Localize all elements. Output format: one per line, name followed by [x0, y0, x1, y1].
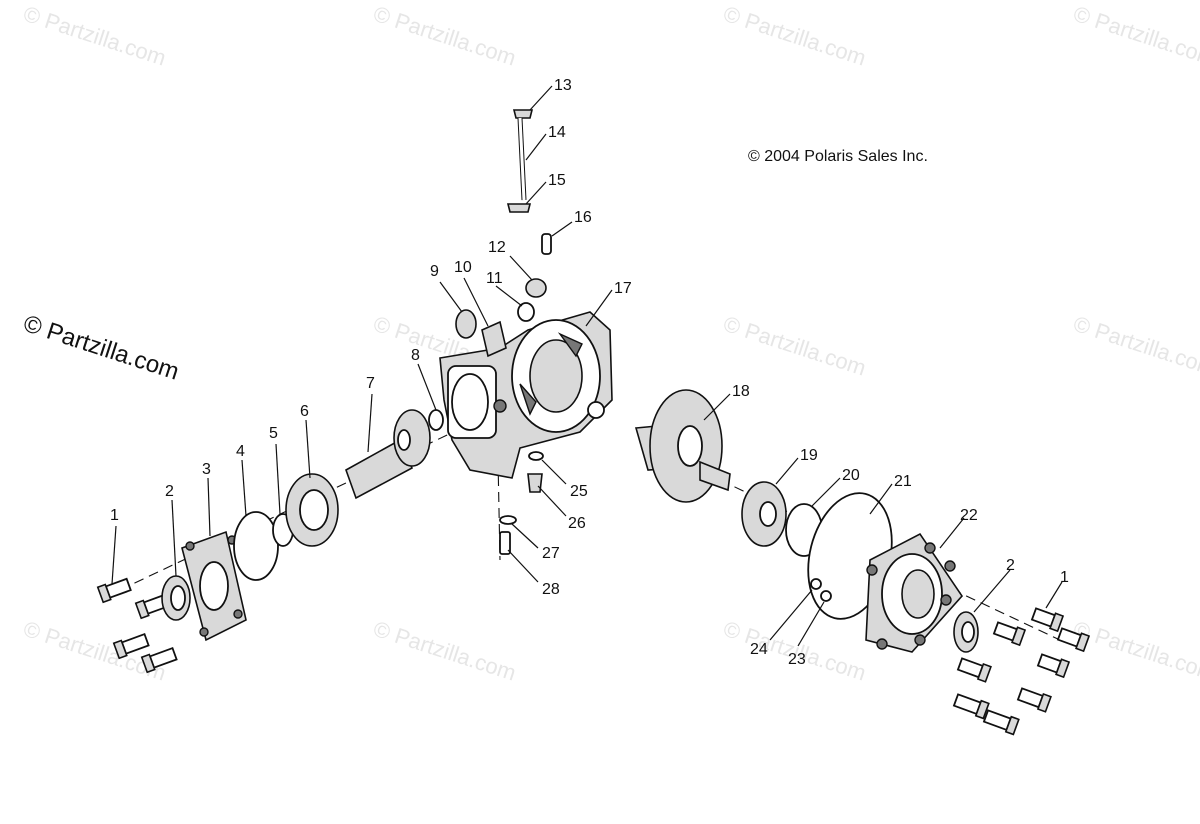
callout-14: 14	[548, 124, 566, 141]
callout-2-left: 2	[165, 483, 174, 500]
callout-25: 25	[570, 483, 588, 500]
o-ring-left	[233, 511, 279, 581]
seal-right	[953, 611, 979, 653]
thrust-washer	[741, 481, 787, 547]
callout-19: 19	[800, 447, 818, 464]
callout-18: 18	[732, 383, 750, 400]
watermark: © Partzilla.com	[720, 311, 869, 381]
callout-5: 5	[269, 425, 278, 442]
gear-case-housing	[439, 311, 613, 479]
seal-left	[161, 575, 191, 621]
callout-20: 20	[842, 467, 860, 484]
spacer	[428, 409, 444, 431]
callout-4: 4	[236, 443, 245, 460]
callout-1-left: 1	[110, 507, 119, 524]
callout-6: 6	[300, 403, 309, 420]
callout-11: 11	[486, 270, 503, 287]
callout-10: 10	[454, 259, 472, 276]
gear-case-cover	[865, 532, 964, 653]
vent-fitting	[541, 233, 552, 255]
bearing	[285, 473, 339, 547]
washer-11	[517, 302, 535, 322]
callout-7: 7	[366, 375, 375, 392]
callout-21: 21	[894, 473, 912, 490]
callout-labels: 1 2 3 4 5 6 7 8 9 10 11 12 13 14 15 16 1…	[110, 77, 1069, 668]
vent-hose-assembly	[506, 109, 534, 213]
callout-9: 9	[430, 263, 439, 280]
callout-22: 22	[960, 507, 978, 524]
callout-12: 12	[488, 239, 506, 256]
watermark: © Partzilla.com	[370, 1, 519, 71]
drain-hardware	[499, 451, 544, 555]
callout-13: 13	[554, 77, 572, 94]
dowel-23	[820, 590, 832, 602]
callout-3: 3	[202, 461, 211, 478]
watermark: © Partzilla.com	[370, 616, 519, 686]
seal-9	[455, 309, 477, 339]
watermark: © Partzilla.com	[1070, 616, 1200, 686]
callout-1-right: 1	[1060, 569, 1069, 586]
watermark: © Partzilla.com	[1070, 1, 1200, 71]
cap-12	[525, 278, 547, 298]
watermark: © Partzilla.com	[720, 1, 869, 71]
bearing-cover	[181, 530, 247, 642]
callout-23: 23	[788, 651, 806, 668]
ring-gear	[634, 389, 731, 503]
callout-16: 16	[574, 209, 592, 226]
pinion-shaft	[345, 409, 431, 500]
callout-27: 27	[542, 545, 560, 562]
dowel-24	[810, 578, 822, 590]
callout-2-right: 2	[1006, 557, 1015, 574]
bushing	[481, 320, 507, 358]
copyright-text: © 2004 Polaris Sales Inc.	[748, 148, 928, 165]
watermark: © Partzilla.com	[20, 1, 169, 71]
callout-15: 15	[548, 172, 566, 189]
bolt-group-right	[952, 607, 1091, 736]
watermark: © Partzilla.com	[1070, 311, 1200, 381]
watermark: © Partzilla.com	[20, 616, 169, 686]
callout-17: 17	[614, 280, 632, 297]
callout-8: 8	[411, 347, 420, 364]
leader-lines	[111, 85, 1063, 647]
watermark-large: © Partzilla.com	[20, 310, 182, 386]
callout-28: 28	[542, 581, 560, 598]
callout-26: 26	[568, 515, 586, 532]
callout-24: 24	[750, 641, 768, 658]
